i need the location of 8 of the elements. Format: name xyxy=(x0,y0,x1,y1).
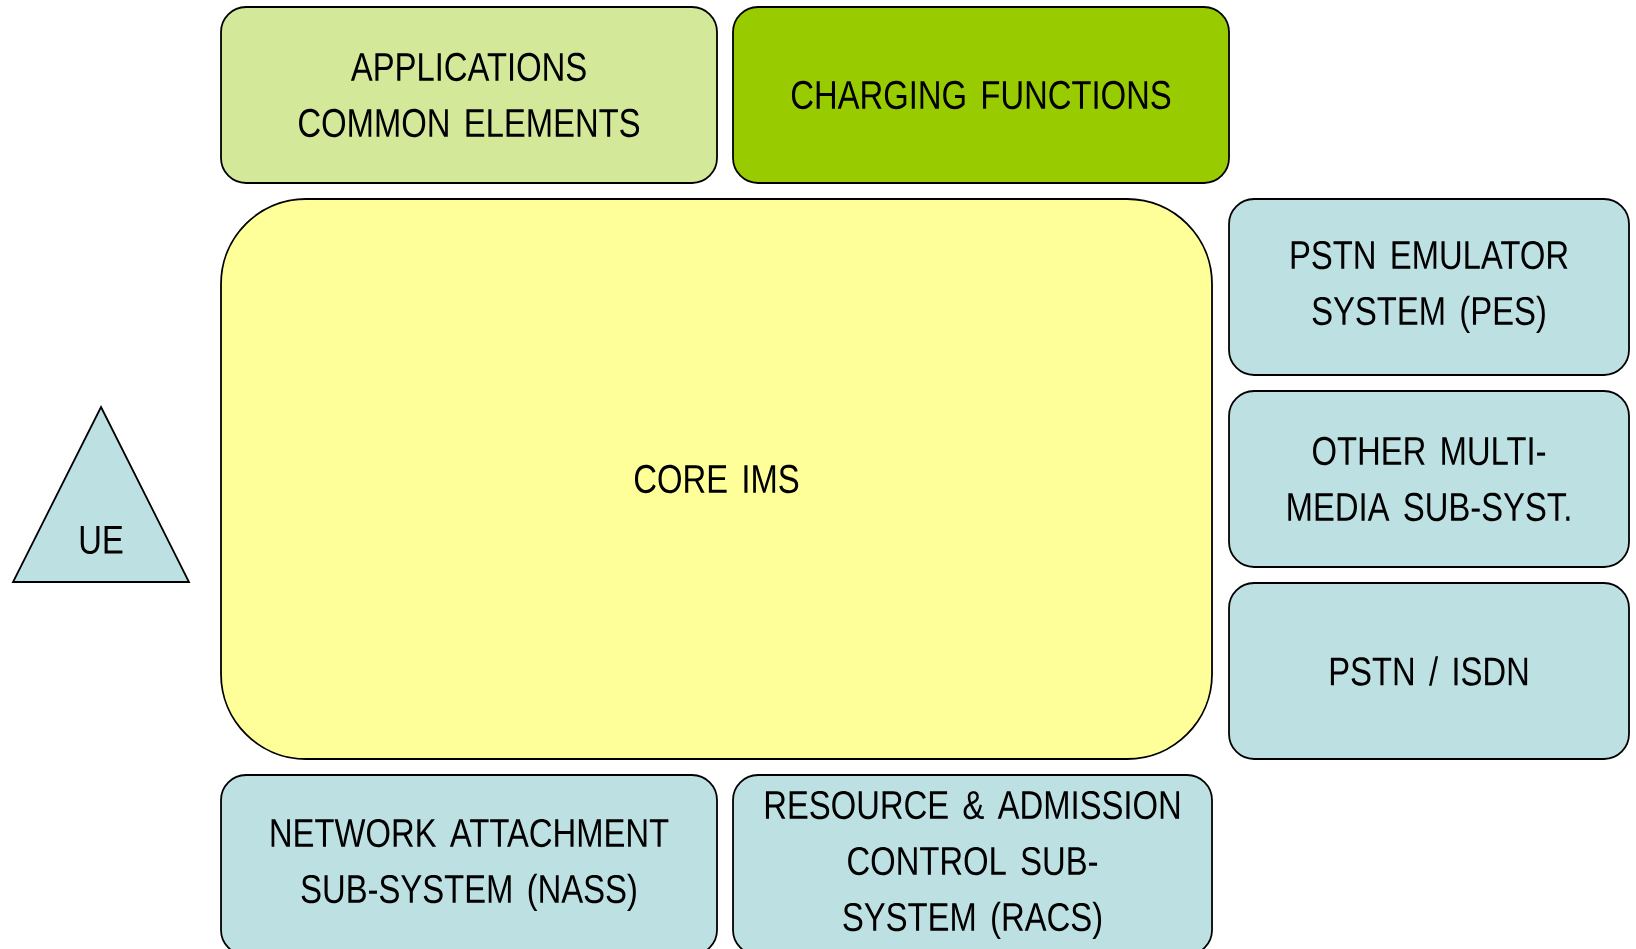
system-box: PSTN EMULATOR SYSTEM (PES) xyxy=(1228,198,1630,376)
system-box: RESOURCE & ADMISSION CONTROL SUB-SYSTEM (RACS) xyxy=(732,774,1213,949)
system-box: OTHER MULTI-MEDIA SUB-SYST. xyxy=(1228,390,1630,568)
system-box: PSTN / ISDN xyxy=(1228,582,1630,760)
system-box: NETWORK ATTACHMENT SUB-SYSTEM (NASS) xyxy=(220,774,718,949)
system-box: APPLICATIONS COMMON ELEMENTS xyxy=(220,6,718,184)
system-box: CHARGING FUNCTIONS xyxy=(732,6,1230,184)
system-box: CORE IMS xyxy=(220,198,1213,760)
